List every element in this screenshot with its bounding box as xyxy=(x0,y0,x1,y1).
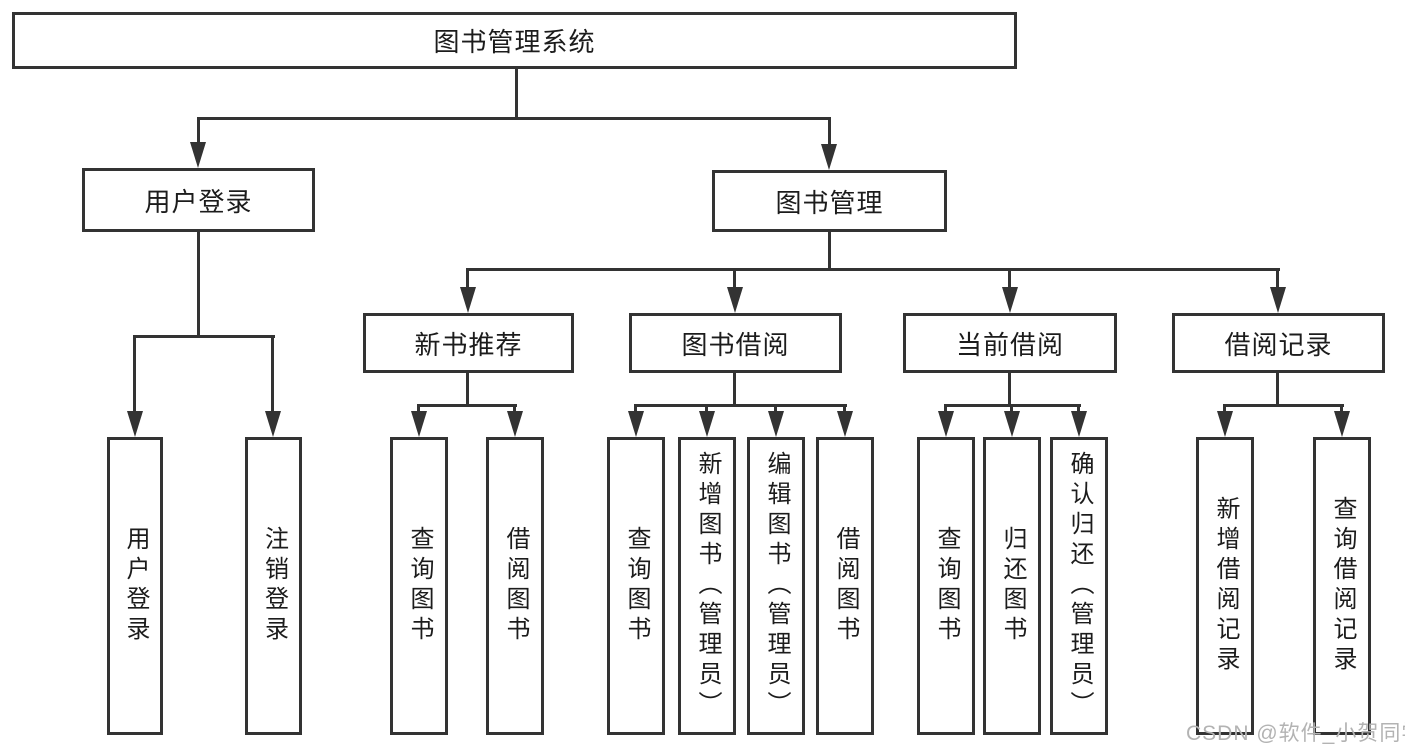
connector-borrow-records-trunk xyxy=(1276,373,1279,406)
leaf-borrow-books-recommend: 借阅图书 xyxy=(486,437,544,735)
node-user-login: 用户登录 xyxy=(82,168,315,232)
csdn-watermark: CSDN @软件_小贺同学 xyxy=(1186,722,1405,745)
connector-drop-leaf-logout xyxy=(271,335,274,412)
arrow-down-icon xyxy=(1270,287,1286,313)
leaf-query-borrow-record: 查询借阅记录 xyxy=(1313,437,1371,735)
connector-drop-borrow-records xyxy=(1276,268,1279,288)
connector-new-book-rail xyxy=(417,404,517,407)
arrow-down-icon xyxy=(821,144,837,170)
connector-drop xyxy=(843,404,846,412)
arrow-down-icon xyxy=(460,287,476,313)
connector-user-login-trunk xyxy=(197,232,200,337)
arrow-down-icon xyxy=(265,411,281,437)
connector-level1-rail xyxy=(197,117,831,120)
connector-level2-rail xyxy=(466,268,1280,271)
connector-root-trunk xyxy=(515,69,518,119)
connector-drop xyxy=(417,404,420,412)
arrow-down-icon xyxy=(1217,411,1233,437)
connector-drop-book-management xyxy=(828,117,831,144)
arrow-down-icon xyxy=(190,142,206,168)
leaf-borrow-books: 借阅图书 xyxy=(816,437,874,735)
arrow-down-icon xyxy=(1334,411,1350,437)
arrow-down-icon xyxy=(837,411,853,437)
connector-drop xyxy=(705,404,708,412)
connector-drop xyxy=(634,404,637,412)
leaf-add-borrow-record: 新增借阅记录 xyxy=(1196,437,1254,735)
connector-drop xyxy=(944,404,947,412)
connector-book-borrow-rail xyxy=(634,404,847,407)
leaf-confirm-return-admin: 确认归还（管理员） xyxy=(1050,437,1108,735)
leaf-edit-book-admin: 编辑图书（管理员） xyxy=(747,437,805,735)
leaf-logout: 注销登录 xyxy=(245,437,302,735)
connector-borrow-records-rail xyxy=(1223,404,1344,407)
node-new-book-recommend: 新书推荐 xyxy=(363,313,574,373)
connector-new-book-trunk xyxy=(466,373,469,406)
connector-drop-user-login xyxy=(197,117,200,144)
arrow-down-icon xyxy=(1002,287,1018,313)
leaf-add-book-admin: 新增图书（管理员） xyxy=(678,437,736,735)
arrow-down-icon xyxy=(768,411,784,437)
connector-current-borrow-trunk xyxy=(1008,373,1011,406)
arrow-down-icon xyxy=(938,411,954,437)
arrow-down-icon xyxy=(507,411,523,437)
arrow-down-icon xyxy=(411,411,427,437)
arrow-down-icon xyxy=(1071,411,1087,437)
connector-drop xyxy=(1077,404,1080,412)
node-library-management-system: 图书管理系统 xyxy=(12,12,1017,69)
connector-drop xyxy=(774,404,777,412)
node-book-borrow: 图书借阅 xyxy=(629,313,842,373)
connector-drop xyxy=(1340,404,1343,412)
connector-user-login-rail xyxy=(133,335,275,338)
arrow-down-icon xyxy=(699,411,715,437)
arrow-down-icon xyxy=(1004,411,1020,437)
connector-drop xyxy=(1223,404,1226,412)
connector-drop xyxy=(1010,404,1013,412)
arrow-down-icon xyxy=(628,411,644,437)
leaf-query-books-current: 查询图书 xyxy=(917,437,975,735)
arrow-down-icon xyxy=(127,411,143,437)
connector-drop-new-book xyxy=(466,268,469,288)
leaf-return-books: 归还图书 xyxy=(983,437,1041,735)
arrow-down-icon xyxy=(727,287,743,313)
leaf-query-books-borrow: 查询图书 xyxy=(607,437,665,735)
node-book-management: 图书管理 xyxy=(712,170,947,232)
leaf-user-login: 用户登录 xyxy=(107,437,163,735)
connector-book-borrow-trunk xyxy=(733,373,736,406)
leaf-query-books-recommend: 查询图书 xyxy=(390,437,448,735)
connector-drop-leaf-user-login xyxy=(133,335,136,412)
node-borrow-records: 借阅记录 xyxy=(1172,313,1385,373)
connector-book-management-trunk xyxy=(828,232,831,271)
node-current-borrow: 当前借阅 xyxy=(903,313,1117,373)
connector-drop xyxy=(513,404,516,412)
connector-drop-current-borrow xyxy=(1008,268,1011,288)
connector-drop-book-borrow xyxy=(733,268,736,288)
